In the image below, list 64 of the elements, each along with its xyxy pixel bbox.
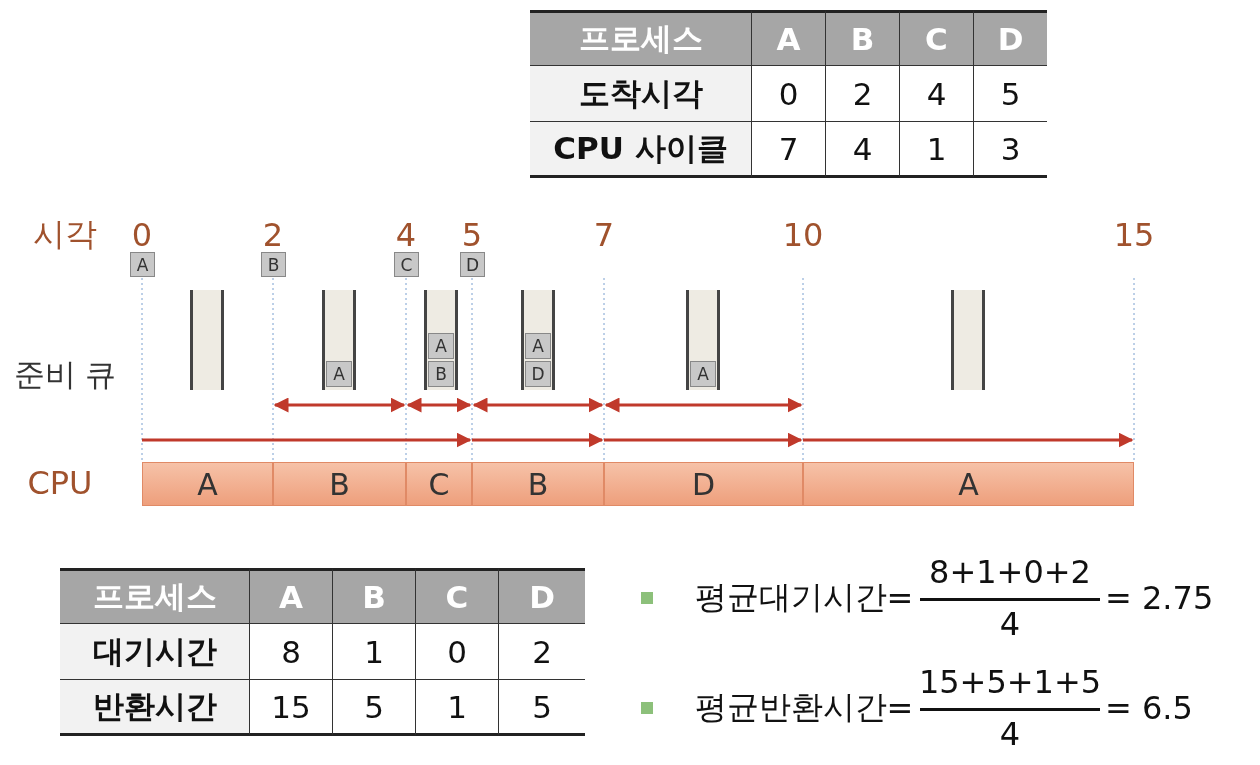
table-cell: 0 bbox=[416, 624, 499, 680]
table-cell: 15 bbox=[250, 680, 333, 736]
formula-text: 15+5+1+5 bbox=[917, 662, 1103, 703]
formula-text: = 6.5 bbox=[1105, 688, 1194, 729]
queue-tube bbox=[424, 290, 458, 390]
table-cell: 2 bbox=[826, 66, 900, 122]
table-header-cell: D bbox=[499, 568, 585, 624]
table-header-cell: 프로세스 bbox=[530, 10, 752, 66]
axis-label: 시각 bbox=[32, 214, 98, 255]
queue-tube bbox=[322, 290, 356, 390]
table-header-cell: D bbox=[974, 10, 1047, 66]
table-cell: 1 bbox=[333, 624, 416, 680]
gantt-segment: D bbox=[604, 462, 803, 506]
process-tag: A bbox=[428, 333, 454, 359]
table-header-cell: B bbox=[333, 568, 416, 624]
process-tag: B bbox=[428, 361, 454, 387]
process-tag: C bbox=[394, 252, 419, 277]
table-header-cell: A bbox=[752, 10, 826, 66]
formula-text: 평균반환시간 bbox=[694, 687, 887, 728]
process-tag: A bbox=[326, 361, 352, 387]
queue-tube bbox=[521, 290, 555, 390]
gantt-segment: B bbox=[273, 462, 406, 506]
process-tag: A bbox=[690, 361, 716, 387]
gantt-segment: A bbox=[142, 462, 273, 506]
process-tag: B bbox=[261, 252, 286, 277]
formula-text: = bbox=[886, 578, 915, 619]
gantt-segment: C bbox=[406, 462, 472, 506]
table-header-cell: B bbox=[826, 10, 900, 66]
formula-text: = bbox=[886, 688, 915, 729]
table-cell: 0 bbox=[752, 66, 826, 122]
row-label: CPU bbox=[26, 463, 94, 504]
table-cell: 반환시간 bbox=[60, 680, 250, 736]
table-cell: CPU 사이클 bbox=[530, 122, 752, 178]
process-tag: D bbox=[525, 361, 551, 387]
formula-text: 4 bbox=[998, 604, 1022, 645]
gantt-segment: B bbox=[472, 462, 604, 506]
formula-text: 평균대기시간 bbox=[694, 577, 887, 618]
table-cell: 8 bbox=[250, 624, 333, 680]
process-tag: D bbox=[460, 252, 485, 277]
table-cell: 7 bbox=[752, 122, 826, 178]
gantt-segment: A bbox=[803, 462, 1134, 506]
table-cell: 1 bbox=[416, 680, 499, 736]
table-cell: 1 bbox=[900, 122, 974, 178]
table-cell: 도착시각 bbox=[530, 66, 752, 122]
tick-label: 7 bbox=[592, 215, 616, 256]
process-tag: A bbox=[130, 252, 155, 277]
tick-label: 15 bbox=[1112, 215, 1156, 256]
row-label: 준비 큐 bbox=[12, 355, 118, 394]
tick-label: 10 bbox=[781, 215, 825, 256]
process-tag: A bbox=[525, 333, 551, 359]
table-cell: 4 bbox=[900, 66, 974, 122]
table-header-cell: A bbox=[250, 568, 333, 624]
table-cell: 4 bbox=[826, 122, 900, 178]
table-cell: 5 bbox=[333, 680, 416, 736]
queue-tube bbox=[190, 290, 224, 390]
table-header-cell: 프로세스 bbox=[60, 568, 250, 624]
queue-tube bbox=[951, 290, 985, 390]
formula-text: 8+1+0+2 bbox=[928, 552, 1092, 593]
table-header-cell: C bbox=[900, 10, 974, 66]
formula-text: 4 bbox=[998, 714, 1022, 755]
formula-text: = 2.75 bbox=[1105, 578, 1215, 619]
table-header-cell: C bbox=[416, 568, 499, 624]
queue-tube bbox=[686, 290, 720, 390]
table-cell: 대기시간 bbox=[60, 624, 250, 680]
